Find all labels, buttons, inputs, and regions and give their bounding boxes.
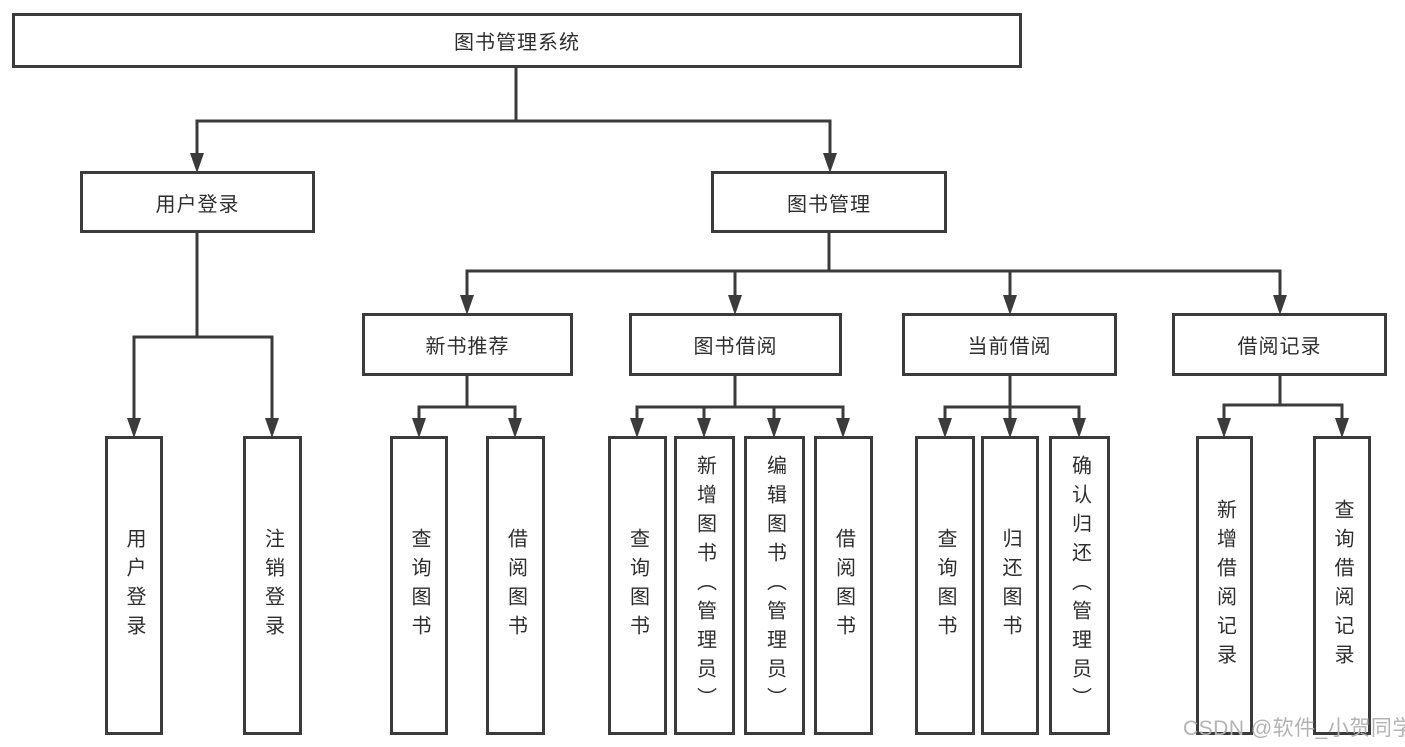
node-label: 确认归还（管理员） bbox=[1068, 455, 1091, 716]
node-label: 当前借阅 bbox=[967, 336, 1052, 358]
leaf-edit-book-admin: 编辑图书（管理员） bbox=[744, 436, 805, 735]
leaf-query-books-current: 查询图书 bbox=[915, 436, 975, 735]
leaf-query-books-recommend: 查询图书 bbox=[390, 436, 448, 735]
node-library-system: 图书管理系统 bbox=[12, 13, 1022, 68]
node-book-borrowing: 图书借阅 bbox=[629, 313, 842, 376]
node-label: 查询图书 bbox=[626, 527, 649, 644]
node-label: 查询借阅记录 bbox=[1331, 498, 1353, 673]
node-label: 查询图书 bbox=[408, 527, 430, 644]
node-label: 用户登录 bbox=[123, 527, 145, 644]
leaf-user-login: 用户登录 bbox=[105, 436, 163, 735]
node-label: 新增借阅记录 bbox=[1213, 498, 1236, 673]
leaf-add-borrow-record: 新增借阅记录 bbox=[1196, 436, 1253, 735]
node-label: 用户登录 bbox=[155, 193, 240, 216]
node-label: 编辑图书（管理员） bbox=[763, 455, 786, 716]
node-label: 查询图书 bbox=[934, 527, 956, 644]
watermark: CSDN @软件_小贺同学 bbox=[1183, 717, 1405, 740]
leaf-query-books-borrow: 查询图书 bbox=[608, 436, 667, 735]
leaf-logout: 注销登录 bbox=[243, 436, 302, 735]
leaf-query-borrow-record: 查询借阅记录 bbox=[1313, 436, 1371, 735]
leaf-borrow-books-recommend: 借阅图书 bbox=[486, 436, 545, 735]
node-label: 图书借阅 bbox=[693, 336, 778, 358]
node-label: 图书管理系统 bbox=[454, 32, 580, 54]
leaf-confirm-return-admin: 确认归还（管理员） bbox=[1049, 436, 1110, 735]
node-label: 归还图书 bbox=[999, 527, 1021, 644]
node-book-management: 图书管理 bbox=[711, 171, 947, 233]
leaf-add-book-admin: 新增图书（管理员） bbox=[674, 436, 735, 735]
leaf-return-books: 归还图书 bbox=[981, 436, 1039, 735]
node-label: 新书推荐 bbox=[425, 336, 510, 358]
node-label: 借阅记录 bbox=[1237, 336, 1322, 358]
node-label: 借阅图书 bbox=[504, 527, 527, 644]
leaf-borrow-books: 借阅图书 bbox=[814, 436, 873, 735]
node-label: 图书管理 bbox=[787, 193, 871, 216]
node-new-book-recommend: 新书推荐 bbox=[362, 313, 573, 376]
node-label: 借阅图书 bbox=[832, 527, 855, 644]
node-current-borrowing: 当前借阅 bbox=[902, 313, 1117, 376]
node-label: 新增图书（管理员） bbox=[693, 455, 716, 716]
node-user-login: 用户登录 bbox=[80, 171, 315, 233]
node-label: 注销登录 bbox=[261, 527, 284, 644]
node-borrow-records: 借阅记录 bbox=[1172, 313, 1387, 376]
